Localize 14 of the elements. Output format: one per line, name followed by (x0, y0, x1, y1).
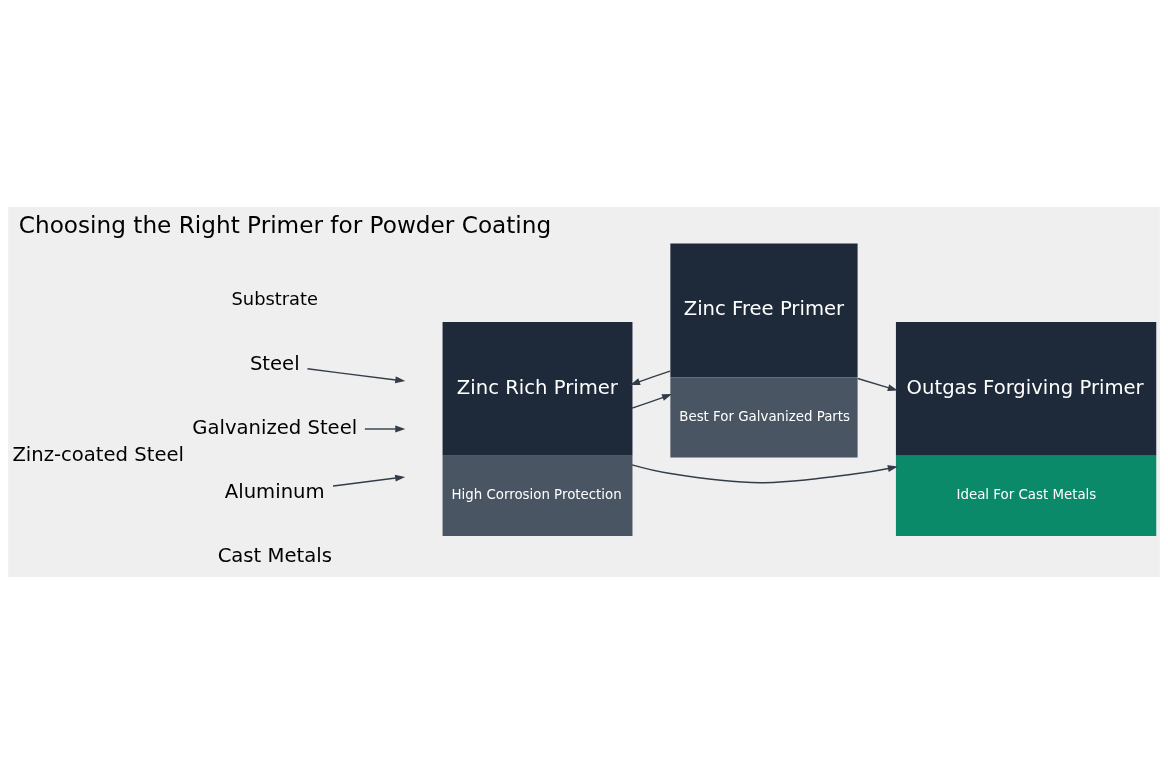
node-text: Cast Metals (217, 544, 332, 568)
label: Substrate (231, 288, 318, 310)
arrow (631, 394, 673, 409)
node-text: Aluminum (224, 480, 325, 504)
node-text: Galvanized Steel (192, 415, 358, 439)
arrow (332, 474, 406, 487)
arrow (631, 464, 898, 484)
node-label: Zinz-coated Steel (12, 442, 185, 466)
diagram-title: Choosing the Right Primer for Powder Coating (18, 210, 552, 238)
node-text: Steel (249, 351, 300, 375)
arrow (857, 377, 898, 392)
arrow (306, 368, 406, 384)
arrow (364, 425, 406, 433)
arrow (630, 370, 671, 386)
